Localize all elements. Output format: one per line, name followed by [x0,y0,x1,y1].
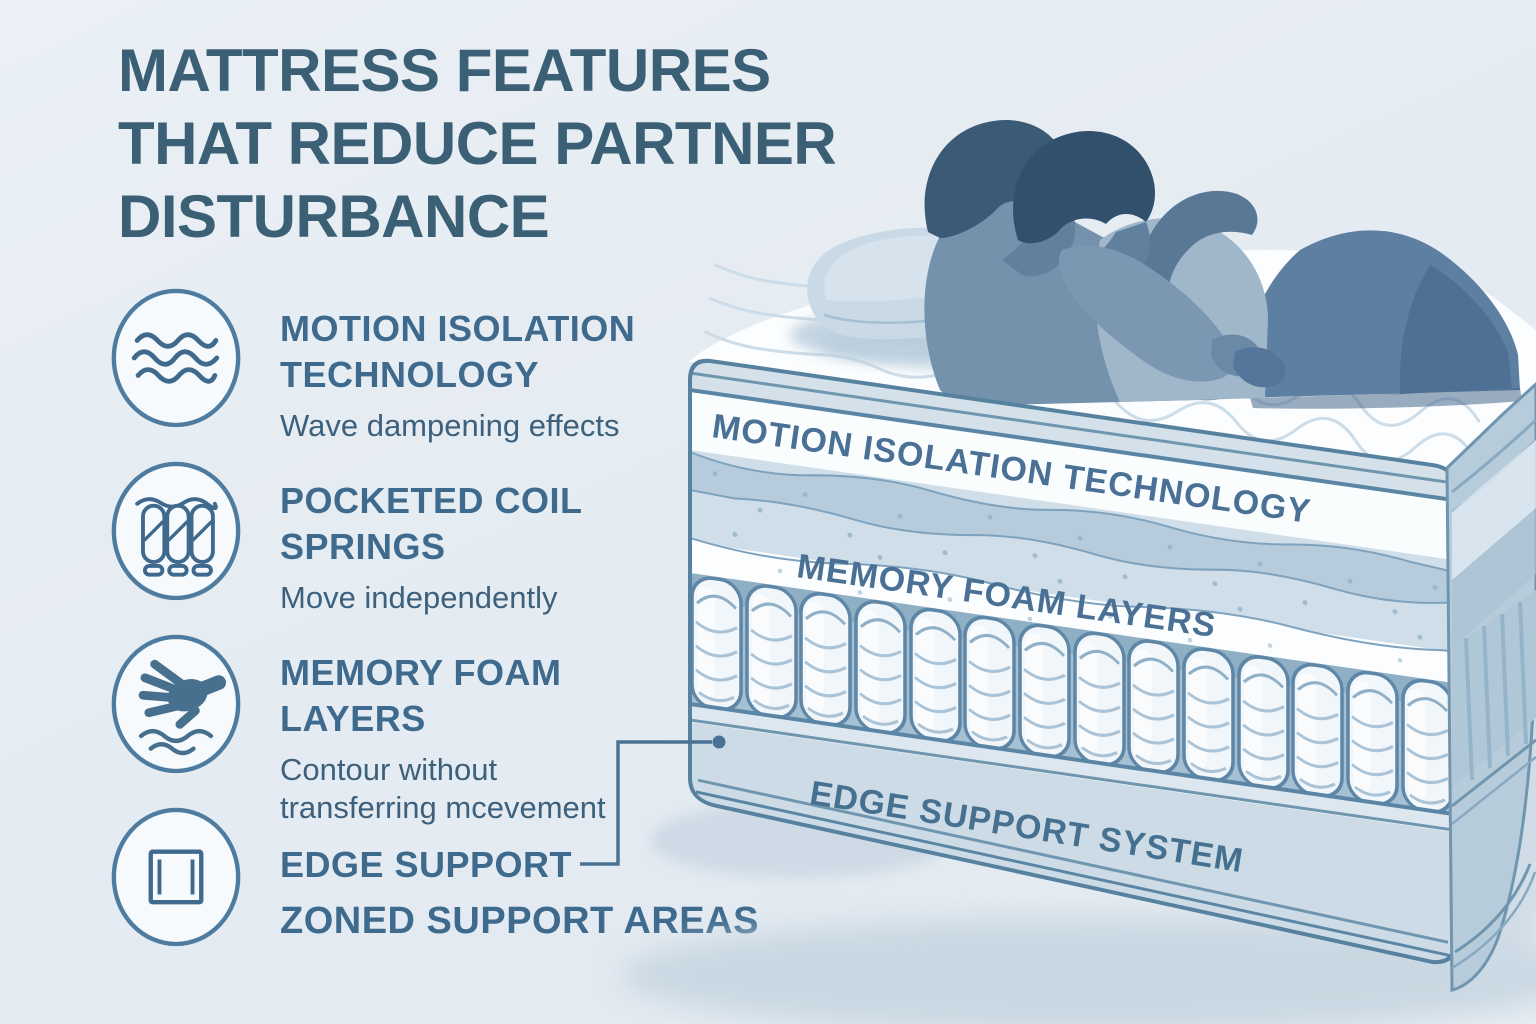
under-legs-shade [1250,388,1522,409]
feature-heading: MEMORY FOAM [280,652,562,693]
title-line-3: DISTURBANCE [118,183,550,250]
side-coil-ribs [1464,601,1528,781]
leader-dot [712,735,726,749]
feature-item-memory-foam: MEMORY FOAM LAYERS Contour without trans… [280,650,606,827]
mattress-side-face [1445,381,1536,992]
edge-support-leader-line [580,735,726,866]
man-arm [1058,245,1234,382]
memory-band-speckles [777,568,1403,663]
title-line-2: THAT REDUCE PARTNER [118,110,837,177]
woman-arm [1142,190,1258,300]
woman-hair [1013,131,1155,244]
feature-subtitle: transferring mcevement [280,790,606,825]
pocketed-coil-layer [690,573,1455,817]
edge-support-square-icon [111,807,241,947]
memory-foam-hand-icon [111,634,241,774]
man-hair [924,120,1069,238]
feature-heading: SPRINGS [280,526,446,567]
edge-support-base [690,702,1455,966]
hand-shape [138,659,227,729]
mattress-front-face [688,358,1457,966]
memory-foam-band [690,536,1455,687]
feature-subtitle: Move independently [280,580,558,615]
feature-item-pocketed-coils: POCKETED COIL SPRINGS Move independently [280,478,583,617]
foam-speckles [712,471,1438,640]
title-line-1: MATTRESS FEATURES [118,37,771,104]
woman-shin [1399,265,1512,394]
feature-subtitle: Wave dampening effects [280,408,620,443]
feature-heading: EDGE SUPPORT [280,844,573,885]
top-piping-band [690,358,1455,503]
pocketed-coil-springs-icon [111,461,241,601]
couple-illustration [924,120,1522,409]
woman-hand-on-hip [1233,347,1286,388]
feature-heading: ZONED SUPPORT AREAS [280,900,759,942]
feature-item-edge-support: EDGE SUPPORT ZONED SUPPORT AREAS [280,842,759,944]
feature-heading: MOTION ISOLATION [280,308,636,349]
motion-isolation-waves-icon [111,288,241,428]
feature-subtitle: Contour without [280,752,498,787]
feature-heading: TECHNOLOGY [280,354,540,395]
feature-heading: POCKETED COIL [280,480,583,521]
foam-wave-band [690,450,1455,604]
feature-heading: LAYERS [280,698,426,739]
feature-item-motion-isolation: MOTION ISOLATION TECHNOLOGY Wave dampeni… [280,306,635,445]
page-title: MATTRESS FEATURES THAT REDUCE PARTNER DI… [118,34,837,253]
